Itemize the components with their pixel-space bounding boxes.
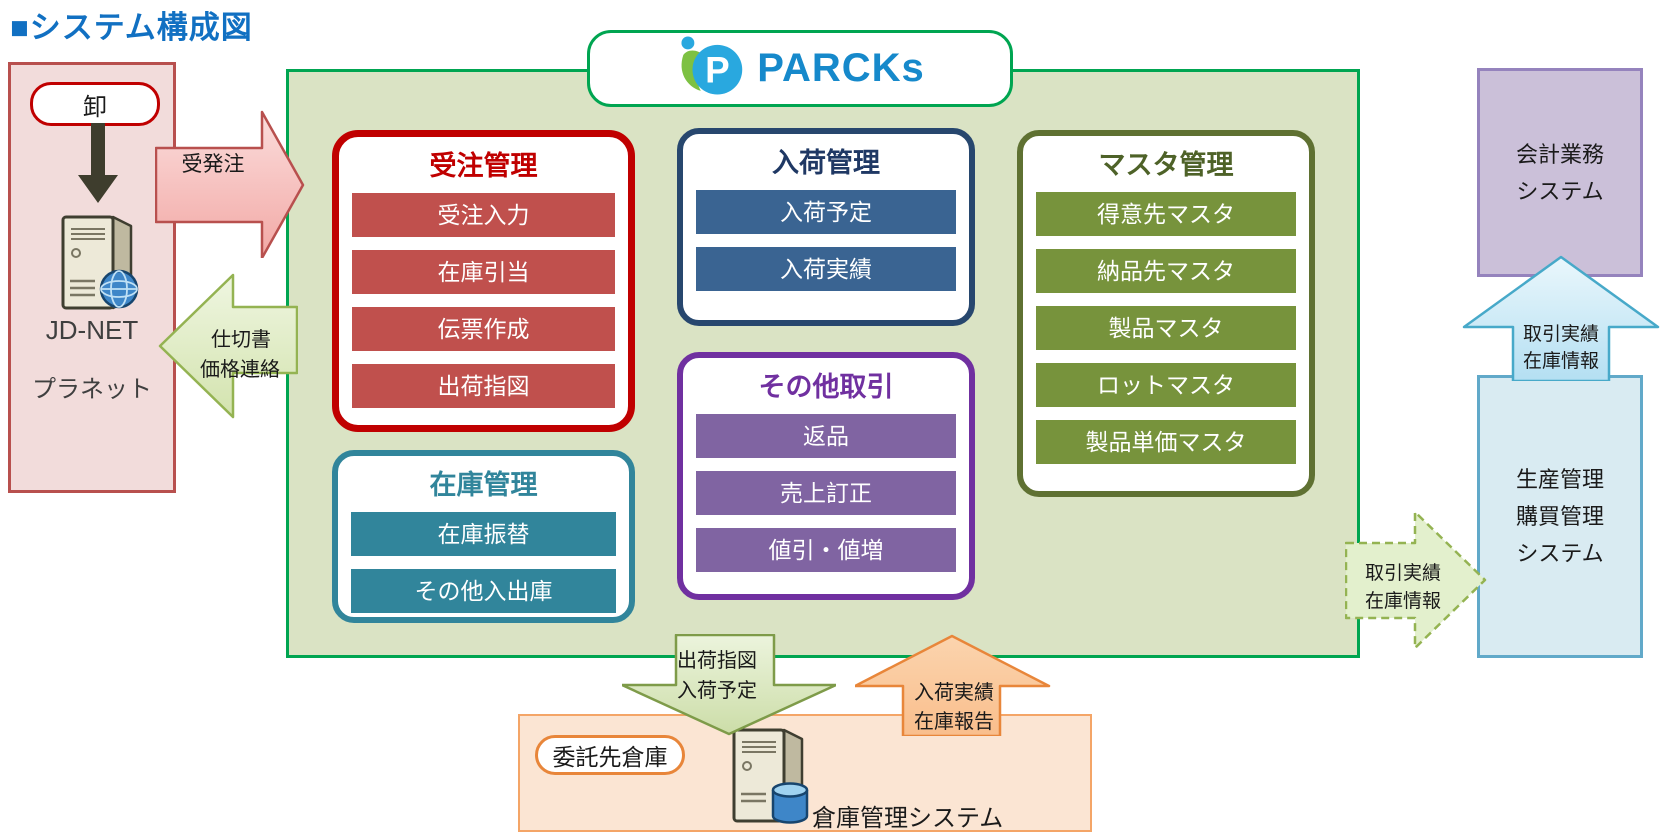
production-system-line: 生産管理 <box>1515 467 1604 492</box>
module-item: 入荷予定 <box>696 190 956 234</box>
parcks-logo-pill: P PARCKs <box>587 30 1013 107</box>
module-master-management: マスタ管理 得意先マスタ 納品先マスタ 製品マスタ ロットマスタ 製品単価マスタ <box>1017 130 1315 497</box>
module-item: 返品 <box>696 414 956 458</box>
invoice-flow-label: 価格連絡 <box>200 359 280 381</box>
warehouse-badge: 委託先倉庫 <box>535 735 685 775</box>
production-system-line: 購買管理 <box>1515 504 1604 529</box>
module-title: マスタ管理 <box>1098 150 1234 180</box>
production-system-line: システム <box>1516 541 1604 566</box>
to-production-label: 在庫情報 <box>1364 591 1441 612</box>
module-title: 在庫管理 <box>429 470 538 500</box>
production-system-box: 生産管理 購買管理 システム <box>1477 375 1643 658</box>
accounting-system-box: 会計業務 システム <box>1477 68 1643 277</box>
module-item: その他入出庫 <box>351 569 616 613</box>
invoice-flow-arrow: 仕切書 価格連絡 <box>156 273 298 419</box>
order-flow-arrow: 受発注 <box>155 104 305 258</box>
to-warehouse-label: 入荷予定 <box>677 680 757 702</box>
server-database-icon <box>722 722 818 833</box>
order-flow-label: 受発注 <box>181 153 245 176</box>
from-warehouse-label: 在庫報告 <box>914 711 994 733</box>
module-item: 売上訂正 <box>696 471 956 515</box>
invoice-flow-label: 仕切書 <box>211 329 271 351</box>
module-arrival-management: 入荷管理 入荷予定 入荷実績 <box>677 128 975 326</box>
jdnet-panel: 卸 <box>8 62 176 493</box>
wholesaler-badge: 卸 <box>30 82 160 126</box>
module-item: 伝票作成 <box>352 307 615 351</box>
to-accounting-label: 在庫情報 <box>1522 351 1599 372</box>
svg-text:P: P <box>705 50 730 91</box>
down-arrow-icon <box>78 123 118 208</box>
page-title: ■システム構成図 <box>10 10 253 45</box>
accounting-system-line: システム <box>1516 178 1604 204</box>
module-order-management: 受注管理 受注入力 在庫引当 伝票作成 出荷指図 <box>332 130 635 432</box>
from-warehouse-arrow: 入荷実績 在庫報告 <box>855 632 1051 736</box>
warehouse-box: 委託先倉庫 倉庫管理システム <box>518 714 1092 832</box>
to-warehouse-arrow: 出荷指図 入荷予定 <box>622 634 836 736</box>
module-item: 受注入力 <box>352 193 615 237</box>
planet-label: プラネット <box>32 376 152 403</box>
module-item: 在庫引当 <box>352 250 615 294</box>
module-inventory-management: 在庫管理 在庫振替 その他入出庫 <box>332 450 635 623</box>
from-warehouse-label: 入荷実績 <box>914 682 994 704</box>
module-item: 製品マスタ <box>1036 306 1296 350</box>
jdnet-label: JD-NET <box>45 315 139 345</box>
parcks-logo-text: PARCKs <box>757 46 925 90</box>
to-warehouse-label: 出荷指図 <box>677 650 757 672</box>
module-item: 値引・値増 <box>696 528 956 572</box>
to-production-label: 取引実績 <box>1364 563 1441 584</box>
database-icon <box>771 782 809 824</box>
to-accounting-label: 取引実績 <box>1522 324 1599 345</box>
warehouse-system-label: 倉庫管理システム <box>812 805 1004 832</box>
parcks-logo-icon: P <box>675 31 745 106</box>
module-title: 入荷管理 <box>772 148 880 178</box>
module-title: その他取引 <box>758 372 894 402</box>
server-globe-icon <box>51 209 147 318</box>
module-title: 受注管理 <box>429 151 538 181</box>
module-other-transactions: その他取引 返品 売上訂正 値引・値増 <box>677 352 975 600</box>
module-item: 得意先マスタ <box>1036 192 1296 236</box>
globe-icon <box>99 269 139 309</box>
module-item: 在庫振替 <box>351 512 616 556</box>
module-item: 製品単価マスタ <box>1036 420 1296 464</box>
to-accounting-arrow: 取引実績 在庫情報 <box>1462 255 1660 381</box>
to-production-arrow: 取引実績 在庫情報 <box>1345 508 1487 650</box>
accounting-system-line: 会計業務 <box>1515 141 1604 167</box>
module-item: ロットマスタ <box>1036 363 1296 407</box>
module-item: 入荷実績 <box>696 247 956 291</box>
module-item: 出荷指図 <box>352 364 615 408</box>
module-item: 納品先マスタ <box>1036 249 1296 293</box>
